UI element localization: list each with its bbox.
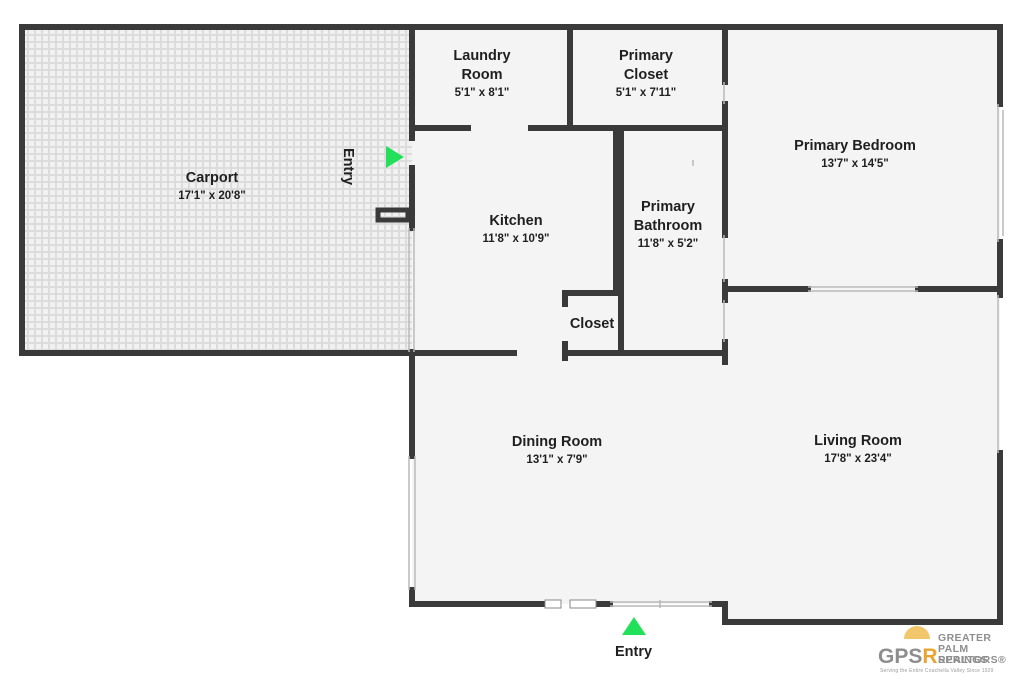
room-dims: 11'8" x 5'2": [637, 238, 699, 250]
room-living-room: Living Room 17'8" x 23'4": [814, 432, 902, 467]
carport-floor: [22, 27, 412, 353]
room-kitchen: Kitchen 11'8" x 10'9": [483, 212, 550, 247]
logo-tagline: Serving the Entire Coachella Valley Sinc…: [880, 668, 994, 674]
room-primary-bathroom: Primary Bathroom 11'8" x 5'2": [634, 198, 702, 252]
room-name: Closet: [569, 316, 615, 332]
logo-line3: REALTORS®: [938, 654, 1007, 666]
room-closet: Closet: [570, 315, 614, 334]
room-name: Living Room: [814, 433, 902, 449]
logo-line1: GREATER: [938, 632, 992, 644]
entry-label-front: Entry: [615, 644, 653, 660]
room-dims: 5'1" x 8'1": [454, 87, 510, 99]
room-name-line1: Primary: [618, 48, 674, 64]
house-floor: [412, 27, 1000, 622]
entry-arrow-bottom: [622, 617, 646, 635]
room-dims: 13'7" x 14'5": [821, 158, 889, 170]
room-dims: 11'8" x 10'9": [482, 233, 550, 245]
logo-initials: GPSR: [878, 645, 938, 668]
room-carport: Carport 17'1" x 20'8": [178, 169, 246, 204]
room-name-line2: Closet: [623, 67, 669, 83]
room-name: Dining Room: [511, 434, 603, 450]
room-laundry: Laundry Room 5'1" x 8'1": [453, 47, 510, 101]
sun-icon: [904, 626, 930, 639]
room-dims: 13'1" x 7'9": [526, 454, 588, 466]
room-name-line1: Laundry: [453, 48, 511, 64]
room-name-line2: Room: [461, 67, 503, 83]
room-dims: 17'1" x 20'8": [178, 190, 246, 202]
room-dims: 17'8" x 23'4": [824, 453, 892, 465]
carport-fixture: [375, 207, 411, 223]
room-name: Carport: [185, 170, 239, 186]
gpsr-logo: GPSR GREATER PALM SPRINGS REALTORS® Serv…: [876, 623, 1018, 677]
logo-line2: PALM SPRINGS: [938, 643, 989, 666]
sliding-door: [544, 599, 597, 609]
room-name: Kitchen: [489, 213, 543, 229]
room-primary-bedroom: Primary Bedroom 13'7" x 14'5": [794, 137, 916, 172]
entry-arrow-left: [386, 146, 404, 168]
room-primary-closet: Primary Closet 5'1" x 7'11": [616, 47, 677, 101]
room-dining-room: Dining Room 13'1" x 7'9": [512, 433, 602, 468]
room-name-line2: Bathroom: [633, 218, 703, 234]
room-name-line1: Primary: [640, 199, 696, 215]
entry-label-side: Entry: [340, 148, 356, 186]
room-dims: 5'1" x 7'11": [615, 87, 677, 99]
room-name: Primary Bedroom: [794, 138, 916, 154]
